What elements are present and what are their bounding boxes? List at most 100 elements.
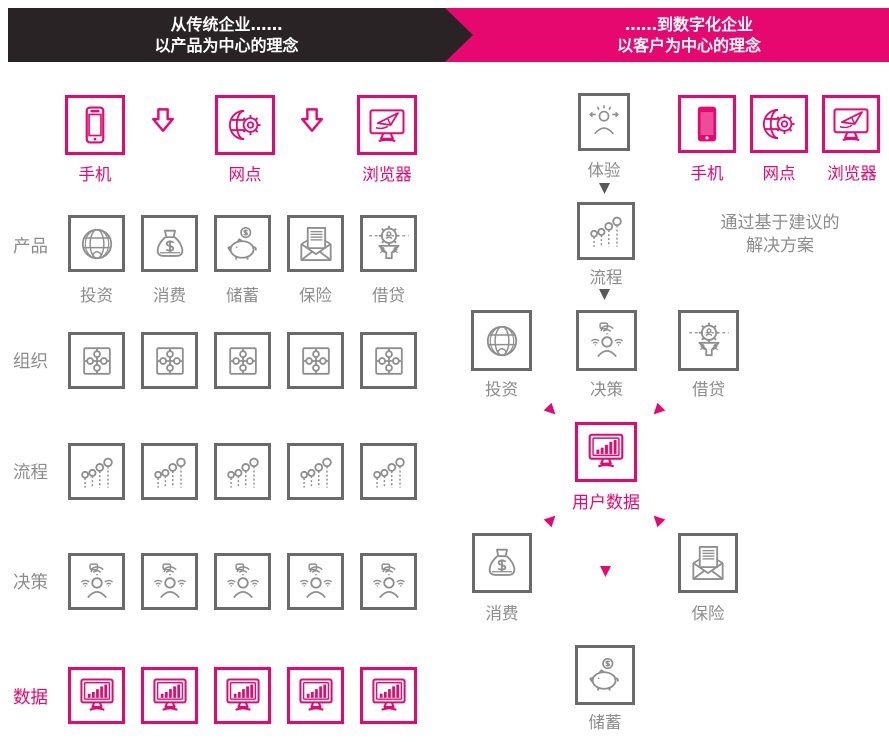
- puzzle-box: [214, 332, 271, 389]
- savings-box: [214, 215, 271, 272]
- investment-globe-icon: [75, 222, 119, 266]
- process-chart-icon: [367, 450, 411, 494]
- row-label-organization: 组织: [13, 352, 48, 372]
- browser-box: [357, 95, 417, 155]
- piggy-bank-icon: [221, 222, 265, 266]
- lending-box: [360, 215, 417, 272]
- insurance-box: [287, 215, 344, 272]
- item-label: 保险: [299, 286, 332, 305]
- down-triangle-icon: [598, 288, 611, 301]
- decision-person-icon: [367, 560, 411, 604]
- user-data-label: 用户数据: [572, 493, 640, 513]
- header-left-line2: 以产品为中心的理念: [154, 36, 299, 55]
- down-triangle-icon: [598, 182, 611, 195]
- puzzle-icon: [367, 339, 411, 383]
- experience-person-icon: [584, 102, 624, 142]
- header-left-banner: 从传统企业…… 以产品为中心的理念: [8, 8, 445, 62]
- row-label-process: 流程: [13, 463, 48, 483]
- row-label-data: 数据: [13, 688, 48, 708]
- item-label: 储蓄: [588, 713, 622, 732]
- gear-funnel-icon: [367, 222, 411, 266]
- phone-icon: [685, 102, 729, 146]
- down-block-arrow-icon: [150, 106, 176, 136]
- item-label: 消费: [485, 604, 519, 623]
- consumption-box: [141, 215, 198, 272]
- item-label: 保险: [691, 604, 725, 623]
- experience-label: 体验: [587, 161, 621, 180]
- puzzle-icon: [148, 339, 192, 383]
- process-box: [214, 443, 271, 500]
- data-monitor-icon: [583, 429, 629, 475]
- data-monitor-icon: [75, 674, 119, 718]
- corner-triangle-icon: [542, 510, 560, 528]
- insurance-box: [678, 533, 738, 593]
- branch-box: [215, 95, 275, 155]
- investment-globe-icon: [480, 319, 524, 363]
- investment-box: [68, 215, 125, 272]
- process-box: [360, 443, 417, 500]
- down-triangle-icon: [599, 565, 612, 578]
- decision-person-icon: [75, 560, 119, 604]
- process-box: [141, 443, 198, 500]
- puzzle-box: [141, 332, 198, 389]
- data-monitor-box: [360, 667, 417, 724]
- branch-globe-gear-icon: [223, 103, 267, 147]
- puzzle-icon: [221, 339, 265, 383]
- data-monitor-box: [141, 667, 198, 724]
- lending-box: [678, 310, 739, 371]
- process-box: [68, 443, 125, 500]
- savings-box: [575, 645, 635, 705]
- data-monitor-box: [68, 667, 125, 724]
- item-label: 储蓄: [226, 286, 259, 305]
- process-chart-icon: [75, 450, 119, 494]
- channel-label: 浏览器: [362, 165, 412, 184]
- data-monitor-icon: [367, 674, 411, 718]
- process-box: [287, 443, 344, 500]
- puzzle-icon: [294, 339, 338, 383]
- experience-box: [578, 93, 630, 151]
- phone-box: [65, 95, 125, 155]
- solution-note: 通过基于建议的 解决方案: [700, 212, 860, 258]
- branch-box: [750, 95, 808, 153]
- decision-box: [141, 553, 198, 610]
- decision-person-icon: [221, 560, 265, 604]
- process-chart-icon: [148, 450, 192, 494]
- decision-person-icon: [148, 560, 192, 604]
- decision-box: [287, 553, 344, 610]
- puzzle-box: [287, 332, 344, 389]
- solution-note-line2: 解决方案: [746, 235, 814, 256]
- process-label: 流程: [589, 268, 623, 287]
- decision-box: [68, 553, 125, 610]
- branch-globe-gear-icon: [757, 102, 801, 146]
- process-box: [577, 202, 635, 260]
- gear-funnel-icon: [687, 319, 731, 363]
- money-bag-icon: [148, 222, 192, 266]
- channel-label: 浏览器: [827, 164, 877, 183]
- data-monitor-box: [214, 667, 271, 724]
- piggy-bank-icon: [583, 653, 627, 697]
- down-block-arrow-icon: [299, 106, 325, 136]
- row-label-products: 产品: [13, 237, 48, 257]
- header-right-banner: ……到数字化企业 以客户为中心的理念: [445, 8, 889, 62]
- item-label: 借贷: [372, 286, 405, 305]
- channel-label: 网点: [762, 164, 796, 183]
- envelope-document-icon: [686, 541, 730, 585]
- header-right-line1: ……到数字化企业: [624, 14, 753, 34]
- puzzle-box: [68, 332, 125, 389]
- data-monitor-icon: [294, 674, 338, 718]
- investment-box: [471, 310, 532, 371]
- channel-label: 手机: [78, 165, 112, 184]
- channel-label: 手机: [690, 164, 724, 183]
- process-chart-icon: [221, 450, 265, 494]
- corner-triangle-icon: [648, 510, 666, 528]
- header-left-line1: 从传统企业……: [170, 14, 283, 34]
- solution-note-line1: 通过基于建议的: [720, 213, 840, 233]
- phone-box: [678, 95, 736, 153]
- data-monitor-icon: [221, 674, 265, 718]
- money-bag-icon: [480, 541, 524, 585]
- browser-monitor-plane-icon: [829, 102, 873, 146]
- browser-box: [822, 95, 880, 153]
- decision-person-icon: [294, 560, 338, 604]
- item-label: 决策: [590, 380, 623, 399]
